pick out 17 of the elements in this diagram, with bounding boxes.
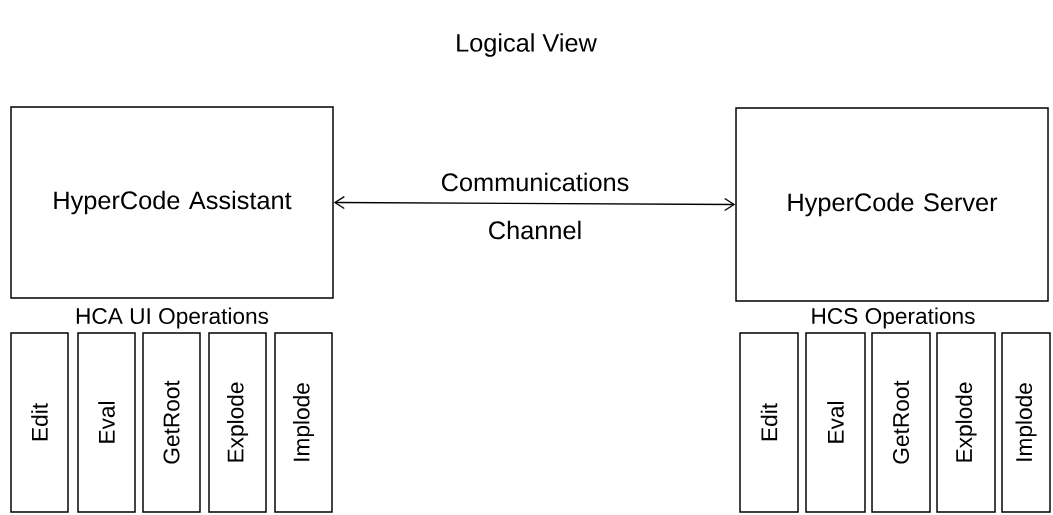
arrow xyxy=(333,195,736,212)
operation-box: GetRoot xyxy=(142,332,201,513)
edge-label: Communications Channel xyxy=(441,172,629,240)
group-heading: HCS Operations xyxy=(812,307,975,329)
component-box: HyperCode Server xyxy=(735,107,1049,302)
title: Logical View xyxy=(457,33,597,57)
component-box: HyperCode Assistant xyxy=(10,106,334,299)
operation-box: Edit xyxy=(10,332,69,513)
group-heading: HCA UI Operations xyxy=(76,307,269,329)
operation-box: Edit xyxy=(739,332,799,513)
operation-box: Eval xyxy=(77,332,136,513)
operation-box: Implode xyxy=(1001,332,1051,513)
operation-box: Explode xyxy=(208,332,267,513)
operation-box: Explode xyxy=(936,332,996,513)
operation-box: Implode xyxy=(274,332,333,513)
operation-box: Eval xyxy=(805,332,866,513)
operation-box: GetRoot xyxy=(871,332,931,513)
